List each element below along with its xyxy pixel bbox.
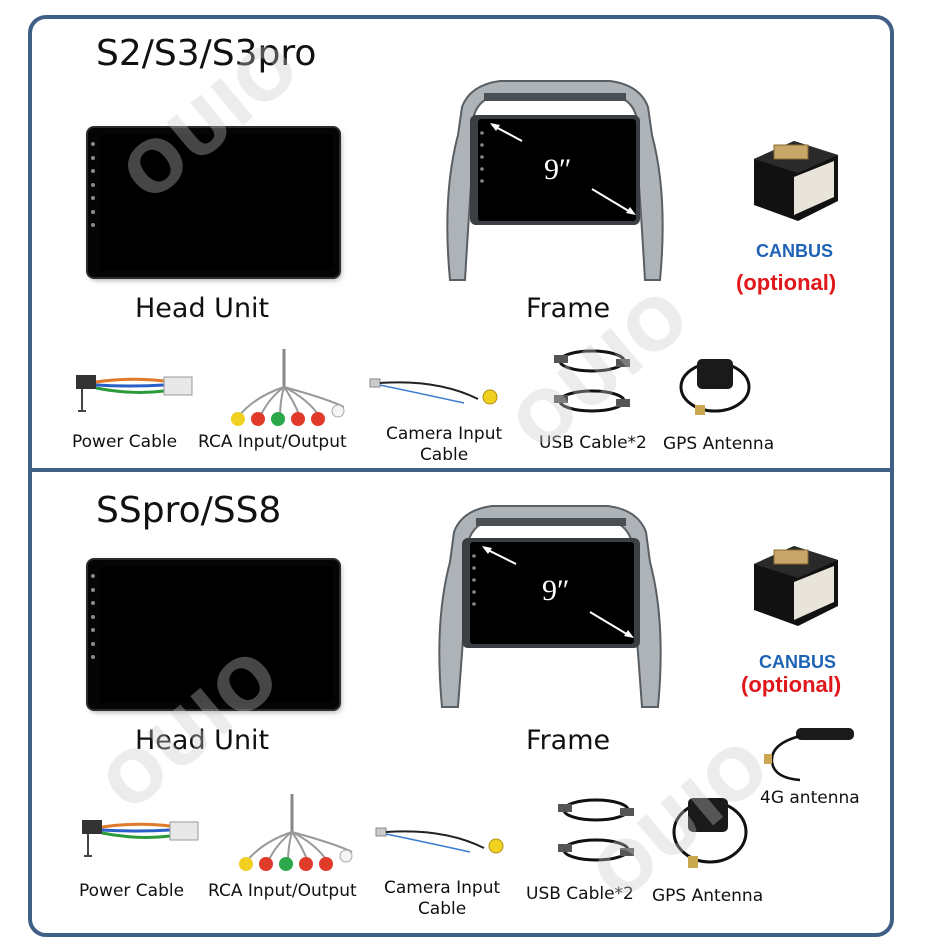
head-unit-screen — [100, 566, 333, 703]
section-s2-s3: S2/S3/S3pro Head Unit 9″ Frame CANBUS (o… — [32, 19, 890, 467]
frame-label: Frame — [526, 725, 611, 756]
frame-image: 9″ — [438, 505, 662, 708]
gps-antenna-image — [679, 359, 751, 415]
rca-cable-image — [231, 349, 345, 426]
power-cable-image — [82, 820, 199, 857]
usb-cable-image — [558, 798, 634, 862]
canbus-label: CANBUS — [759, 652, 837, 672]
camera-cable-image — [369, 378, 498, 405]
canbus-label: CANBUS — [756, 241, 834, 261]
camera-label-line1: Camera Input — [386, 424, 503, 444]
head-unit-side-buttons — [91, 142, 97, 227]
section-title: S2/S3/S3pro — [96, 33, 317, 74]
usb-cable-image — [554, 349, 630, 413]
head-unit-label: Head Unit — [135, 725, 270, 756]
section-title: SSpro/SS8 — [96, 490, 282, 531]
canbus-box-image — [754, 141, 838, 221]
accessory-label-rca: RCA Input/Output — [198, 432, 347, 452]
frame-size-text: 9″ — [542, 574, 570, 607]
camera-cable-image — [375, 827, 504, 854]
frame-label: Frame — [526, 293, 611, 324]
gps-antenna-image — [672, 798, 748, 868]
canbus-optional-label: (optional) — [741, 672, 842, 697]
accessory-label-gps: GPS Antenna — [652, 886, 764, 906]
accessory-label-usb: USB Cable*2 — [526, 884, 634, 904]
accessory-label-rca: RCA Input/Output — [208, 881, 357, 901]
power-cable-image — [76, 375, 193, 412]
accessory-label-usb: USB Cable*2 — [539, 433, 647, 453]
camera-label-line1: Camera Input — [384, 878, 501, 898]
head-unit-side-buttons — [91, 574, 97, 659]
accessory-label-power-cable: Power Cable — [72, 432, 178, 452]
4g-antenna-label: 4G antenna — [760, 788, 860, 808]
accessory-label-power-cable: Power Cable — [79, 881, 185, 901]
section-sspro-ss8: SSpro/SS8 Head Unit 9″ Frame CANBUS (opt… — [32, 472, 890, 932]
camera-label-line2: Cable — [419, 445, 469, 465]
camera-label-line2: Cable — [417, 899, 467, 919]
head-unit-image — [88, 560, 339, 709]
head-unit-screen — [100, 134, 333, 271]
head-unit-label: Head Unit — [135, 293, 270, 324]
canbus-box-image — [754, 546, 838, 626]
4g-antenna-image — [764, 728, 854, 782]
frame-size-text: 9″ — [544, 153, 572, 186]
frame-image: 9″ — [446, 80, 664, 281]
section-divider — [30, 468, 892, 472]
canbus-optional-label: (optional) — [736, 270, 837, 295]
accessory-label-gps: GPS Antenna — [663, 434, 775, 454]
head-unit-image — [88, 128, 339, 277]
rca-cable-image — [239, 794, 353, 871]
